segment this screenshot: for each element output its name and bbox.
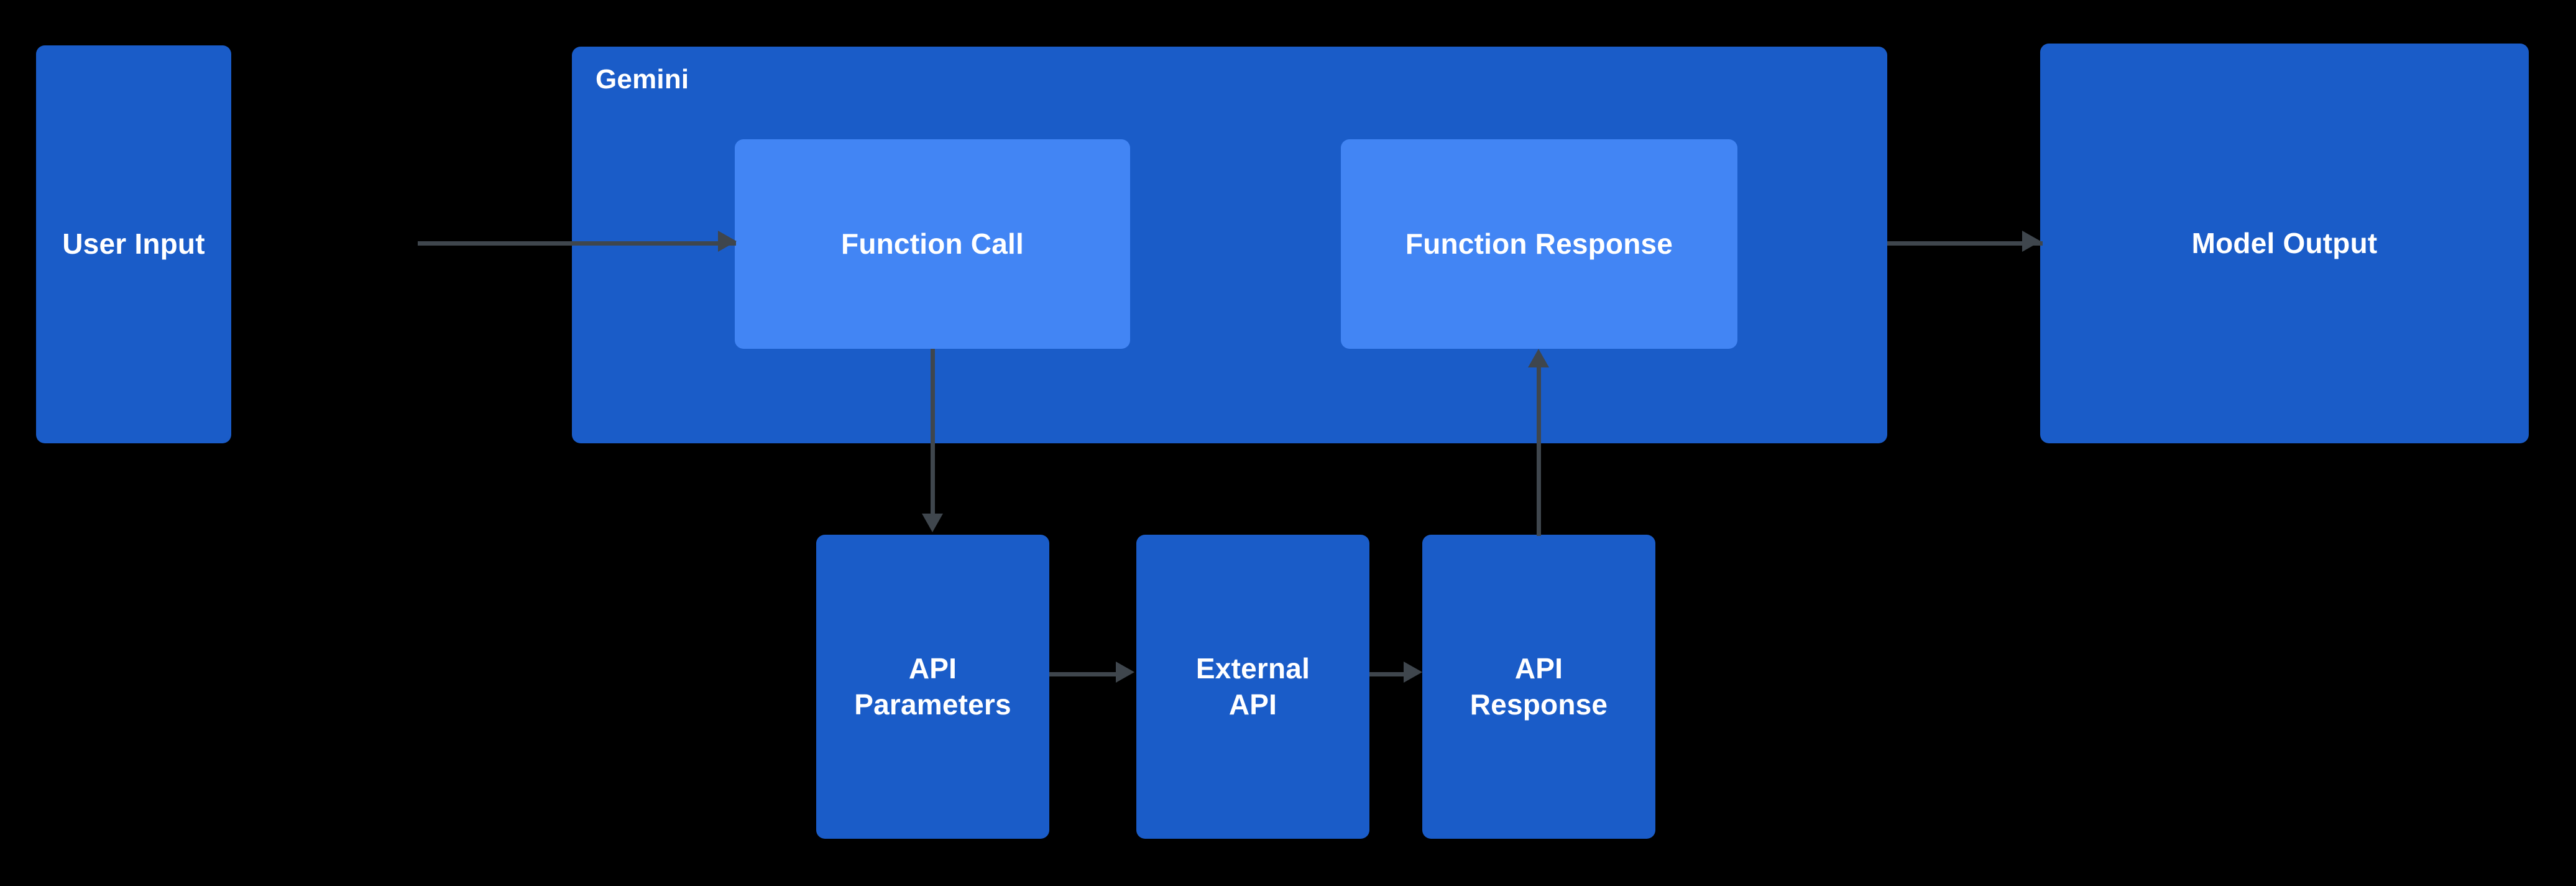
arrow-head-down-icon: [922, 514, 943, 532]
node-function-response[interactable]: Function Response: [1341, 139, 1737, 349]
node-model-output-label: Model Output: [2191, 226, 2378, 259]
arrow-head-up-icon: [1528, 349, 1549, 367]
edge-function-response-to-model-output: [1887, 241, 2043, 246]
gemini-group-label: Gemini: [596, 64, 689, 95]
arrow-head-right-icon: [1116, 662, 1134, 683]
edge-api-response-to-function-response: [1537, 367, 1541, 536]
node-function-response-label: Function Response: [1405, 227, 1673, 260]
edge-external-api-to-api-response: [1369, 672, 1405, 676]
edge-api-parameters-to-external-api: [1049, 672, 1119, 676]
node-function-call-label: Function Call: [841, 227, 1024, 260]
arrow-head-right-icon: [718, 231, 737, 252]
edge-function-call-to-api-parameters: [931, 349, 935, 518]
node-model-output[interactable]: Model Output: [2040, 44, 2529, 443]
node-user-input-label: User Input: [62, 228, 205, 261]
arrow-head-right-icon: [1404, 662, 1422, 683]
arrow-head-right-icon: [2022, 231, 2041, 252]
edge-user-input-to-function-call: [418, 241, 736, 246]
node-function-call[interactable]: Function Call: [735, 139, 1130, 349]
node-user-input[interactable]: User Input: [36, 45, 231, 443]
